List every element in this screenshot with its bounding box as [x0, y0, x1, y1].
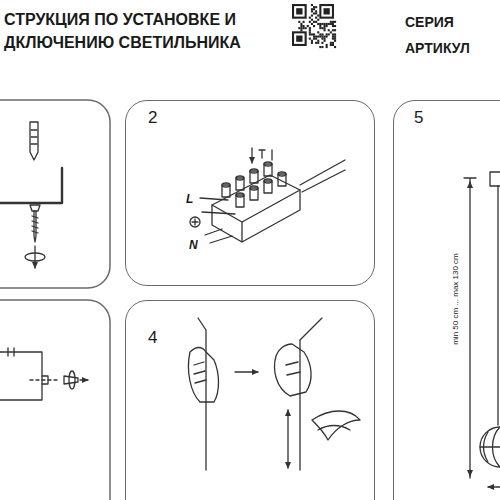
dowel-and-screw [0, 122, 62, 268]
wire-label: N [189, 239, 198, 252]
header-label: СЕРИЯ [405, 14, 454, 30]
step-number: 4 [148, 329, 157, 348]
step-panel: 5 min 50 cm ... max 130 cm [393, 100, 500, 500]
qr-code [290, 2, 336, 48]
terminal-block [190, 148, 345, 243]
step-panel: 4 [125, 300, 375, 500]
step-number: 2 [148, 109, 157, 128]
step-panel: 2L N [125, 100, 375, 286]
wire-label: L [186, 193, 193, 206]
step-number: 5 [414, 109, 423, 128]
dimension-label: min 50 cm ... max 130 cm [452, 253, 461, 345]
sheet-title: СТРУКЦИЯ ПО УСТАНОВКЕ И ДКЛЮЧЕНИЮ СВЕТИЛ… [4, 8, 289, 54]
mounting-bracket [0, 348, 88, 400]
cord-adjustment [188, 318, 360, 470]
pendant-lamp [464, 172, 500, 487]
step-panel [0, 300, 110, 500]
header-label: АРТИКУЛ [405, 40, 470, 56]
step-panel [0, 100, 110, 288]
